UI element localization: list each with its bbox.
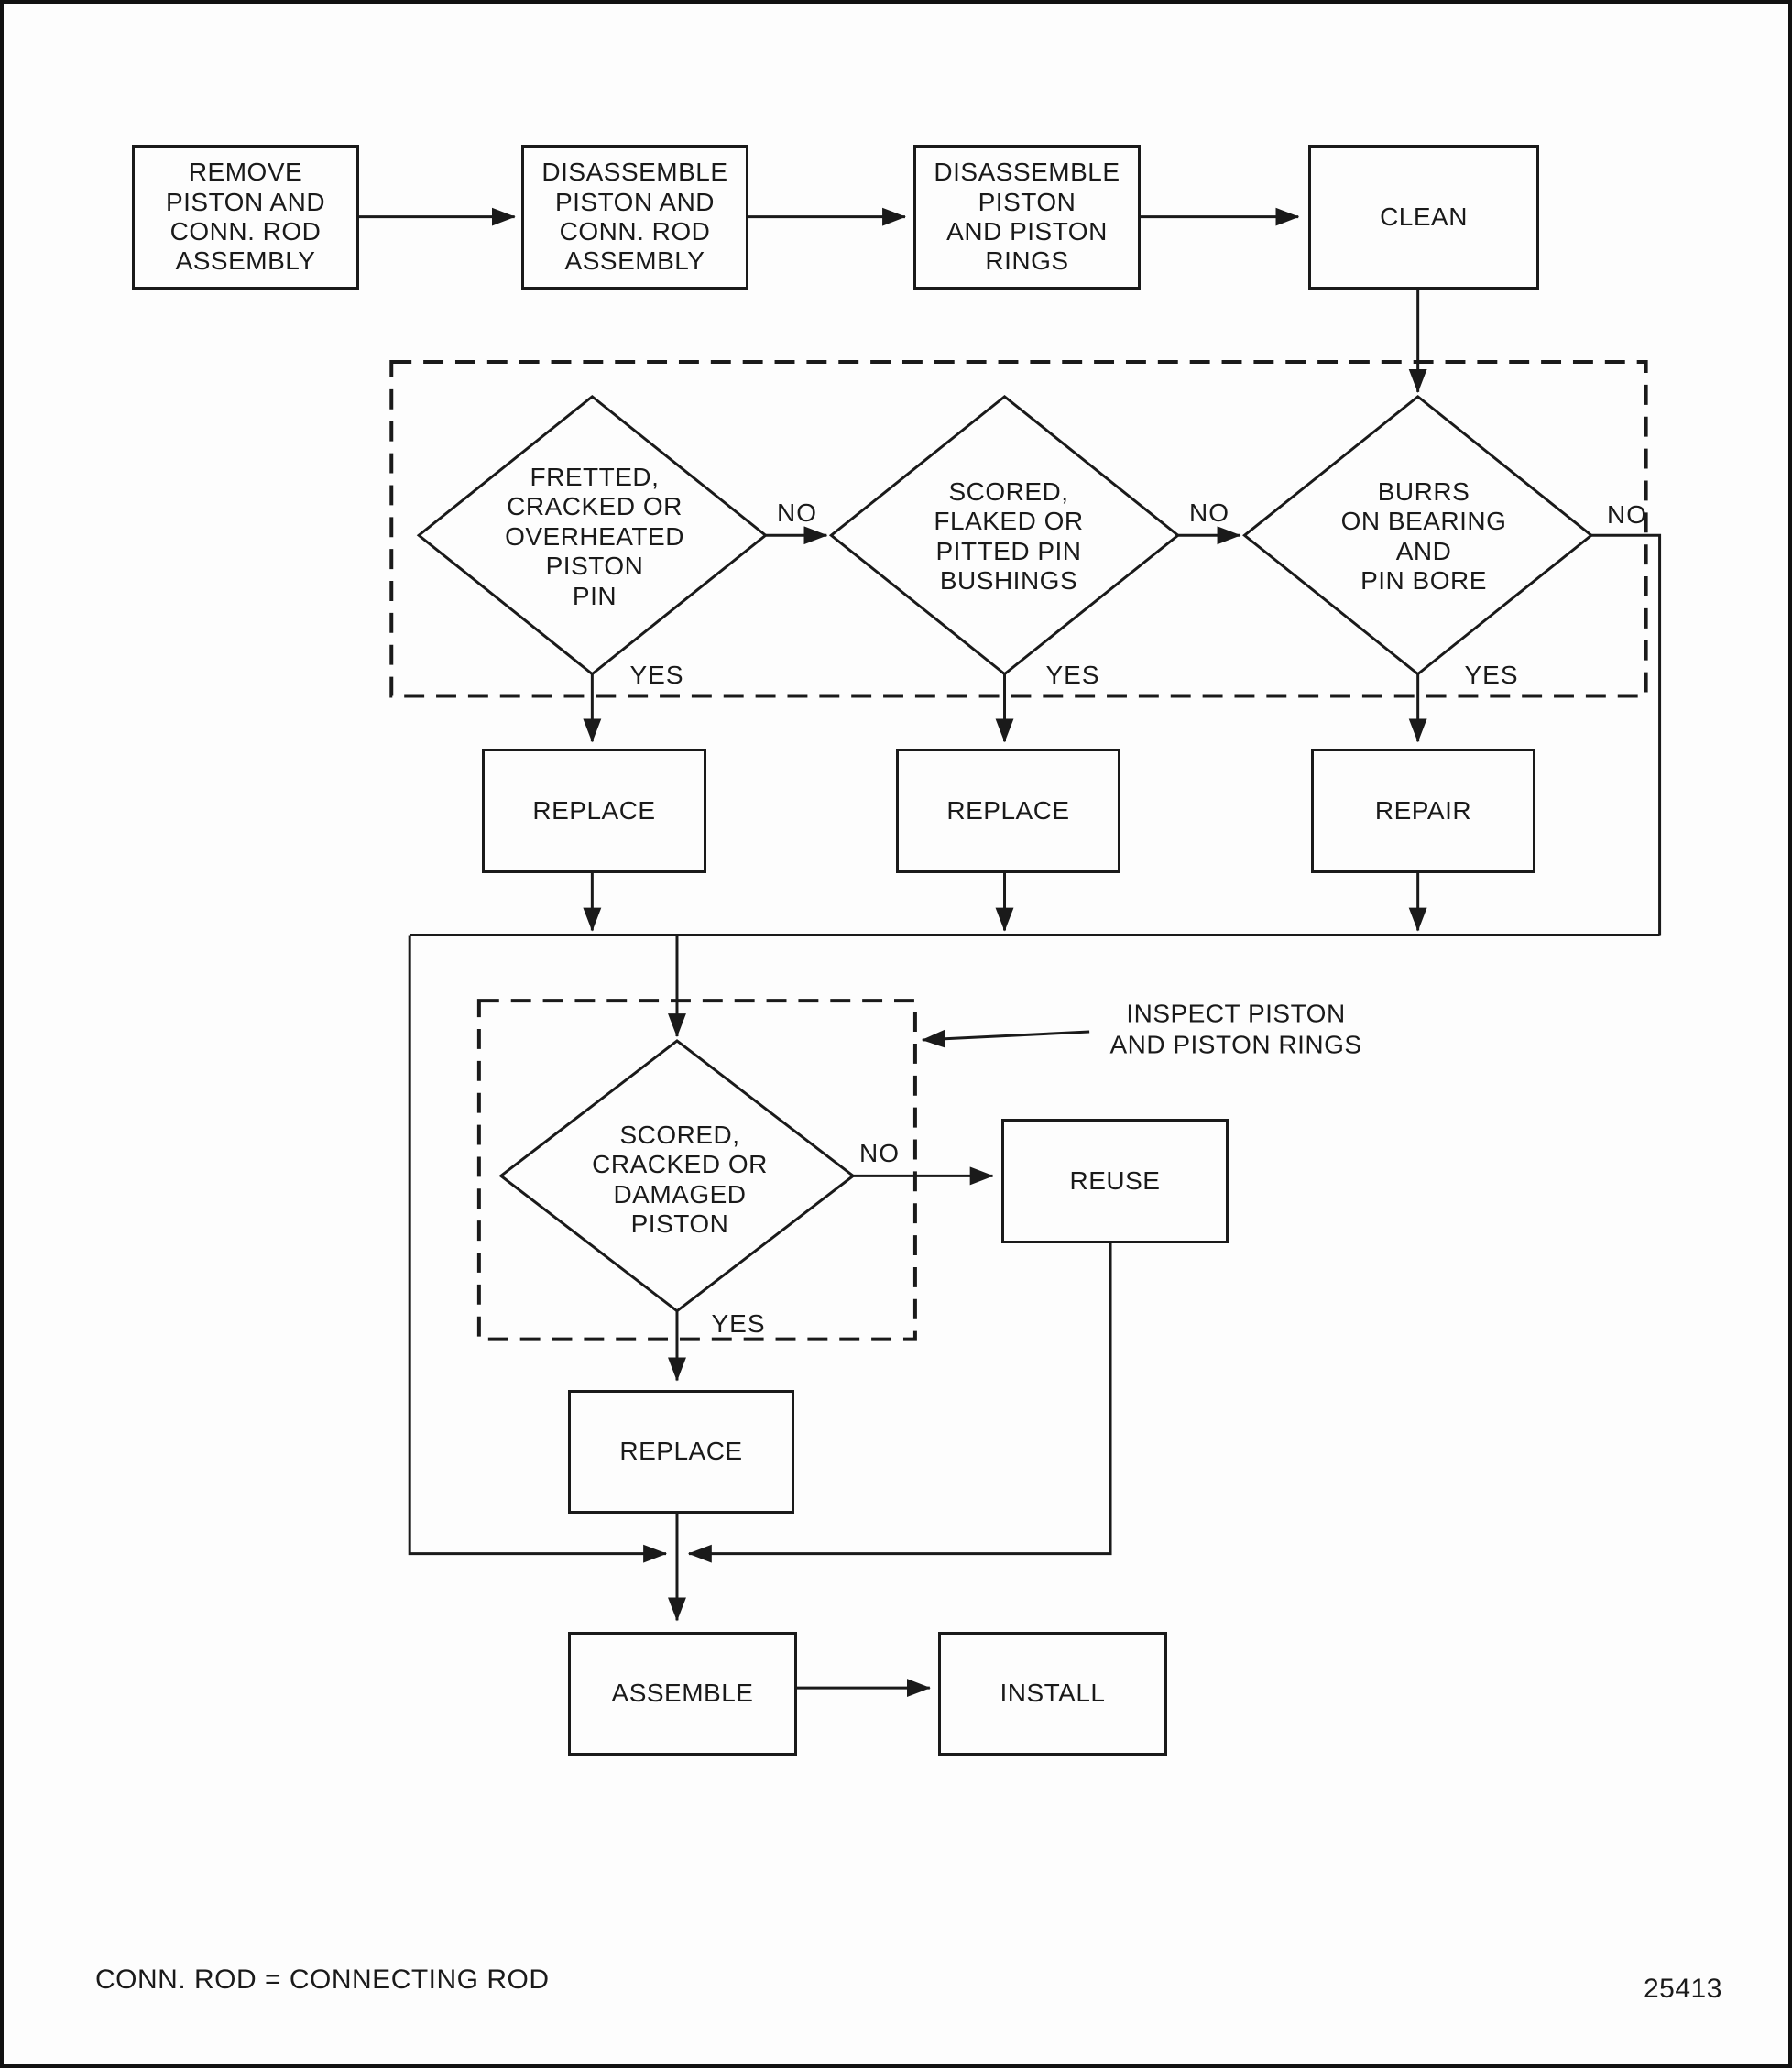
decision-label-pin-bushings: SCORED, FLAKED OR PITTED PIN BUSHINGS: [934, 477, 1084, 596]
callout-inspect-piston: INSPECT PISTON AND PISTON RINGS: [1109, 999, 1362, 1058]
process-box-install: INSTALL: [938, 1632, 1167, 1756]
edge-label-yes-pin: YES: [629, 661, 684, 689]
edge-label-no-pin: NO: [777, 498, 817, 527]
edge-label-yes-piston: YES: [711, 1309, 766, 1338]
process-box-assemble: ASSEMBLE: [568, 1632, 797, 1756]
edge-label-yes-bushings: YES: [1045, 661, 1100, 689]
decision-label-piston-pin: FRETTED, CRACKED OR OVERHEATED PISTON PI…: [505, 462, 684, 610]
text-layer: REMOVE PISTON AND CONN. ROD ASSEMBLY DIS…: [4, 4, 1788, 2064]
decision-label-piston: SCORED, CRACKED OR DAMAGED PISTON: [592, 1121, 768, 1239]
process-box-reuse: REUSE: [1001, 1119, 1229, 1243]
process-box-disassemble-rod: DISASSEMBLE PISTON AND CONN. ROD ASSEMBL…: [521, 145, 748, 290]
edge-label-yes-bore: YES: [1464, 661, 1519, 689]
decision-label-pin-bore: BURRS ON BEARING AND PIN BORE: [1340, 477, 1507, 596]
process-box-replace-pin: REPLACE: [482, 749, 706, 873]
figure-number: 25413: [1644, 1974, 1722, 2004]
edge-label-no-bore: NO: [1607, 500, 1647, 529]
process-box-replace-piston: REPLACE: [568, 1390, 794, 1514]
process-box-repair-bore: REPAIR: [1311, 749, 1535, 873]
edge-label-no-bushings: NO: [1189, 498, 1229, 527]
process-box-disassemble-rings: DISASSEMBLE PISTON AND PISTON RINGS: [913, 145, 1141, 290]
process-box-clean: CLEAN: [1308, 145, 1539, 290]
footnote-abbreviation: CONN. ROD = CONNECTING ROD: [95, 1964, 550, 1995]
process-box-replace-bushings: REPLACE: [896, 749, 1120, 873]
process-box-remove: REMOVE PISTON AND CONN. ROD ASSEMBLY: [132, 145, 359, 290]
edge-label-no-piston: NO: [859, 1139, 900, 1167]
